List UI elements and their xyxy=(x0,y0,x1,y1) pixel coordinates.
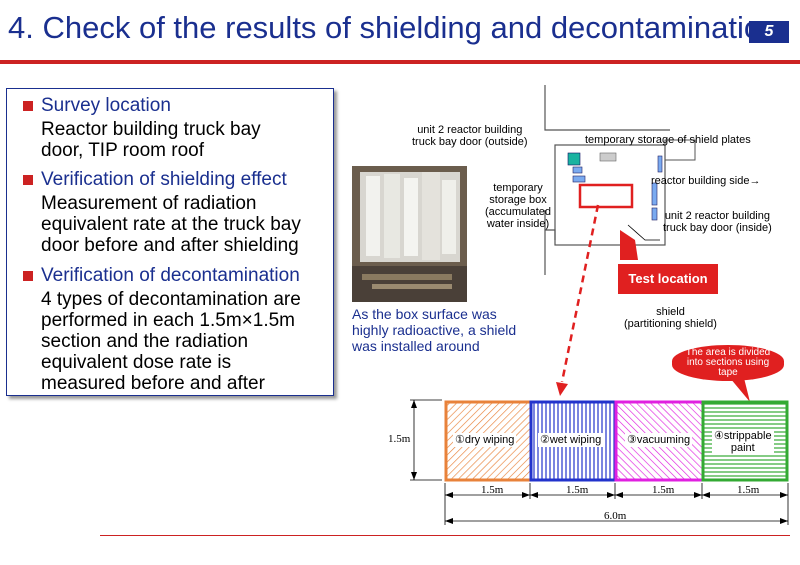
width-dimension-4: 1.5m xyxy=(737,484,760,496)
bullet-heading-decontamination: Verification of decontamination xyxy=(23,265,300,287)
shield-marker xyxy=(572,175,586,183)
tape-callout: The area is divided into sections using … xyxy=(672,345,784,381)
bullet-heading-text: Verification of decontamination xyxy=(41,265,300,286)
bullet-body-shielding: Measurement of radiation equivalent rate… xyxy=(41,193,301,256)
bullet-panel: Survey location Reactor building truck b… xyxy=(6,88,334,396)
test-area-marker xyxy=(578,183,634,209)
bullet-body-survey: Reactor building truck bay door, TIP roo… xyxy=(41,119,261,161)
footer-divider xyxy=(100,535,790,536)
storage-box-marker xyxy=(567,152,581,166)
photo-caption: As the box surface was highly radioactiv… xyxy=(352,306,517,354)
section-2-label: ②wet wiping xyxy=(538,433,604,447)
bullet-heading-text: Survey location xyxy=(41,95,171,116)
shield-marker xyxy=(572,166,583,174)
width-dimension-2: 1.5m xyxy=(566,484,589,496)
shield-marker xyxy=(651,207,658,221)
door-outside-label: unit 2 reactor building truck bay door (… xyxy=(412,124,528,148)
height-dimension: 1.5m xyxy=(388,433,411,445)
shield-marker xyxy=(651,182,658,206)
bullet-square-icon xyxy=(23,271,33,281)
shield-legend-label: shield (partitioning shield) xyxy=(624,306,717,330)
dimension-lines xyxy=(410,399,789,525)
shield-plates-label: temporary storage of shield plates xyxy=(585,134,751,146)
test-location-pointer xyxy=(620,230,638,260)
truck-bay-outline xyxy=(554,144,666,246)
building-wall-outline xyxy=(544,85,670,131)
leader-line xyxy=(627,224,660,241)
section-4-label: ④strippable paint xyxy=(712,429,774,455)
bullet-body-decontamination: 4 types of decontamination are performed… xyxy=(41,289,301,394)
tape-callout-text: The area is divided into sections using … xyxy=(685,347,771,378)
reactor-side-label: reactor building side→ xyxy=(651,175,761,187)
test-location-label: Test location xyxy=(618,264,718,294)
callout-tail xyxy=(730,378,750,402)
dashed-arrow xyxy=(556,204,600,396)
bay-door-outline xyxy=(664,139,696,161)
bullet-square-icon xyxy=(23,101,33,111)
section-1-label: ①dry wiping xyxy=(453,433,517,447)
site-map xyxy=(544,85,696,275)
shield-plates-marker xyxy=(599,152,617,162)
bullet-heading-survey: Survey location xyxy=(23,95,171,117)
slide-title: 4. Check of the results of shielding and… xyxy=(8,10,779,45)
storage-box-label: temporary storage box (accumulated water… xyxy=(485,182,552,230)
bullet-square-icon xyxy=(23,175,33,185)
bullet-heading-text: Verification of shielding effect xyxy=(41,169,287,190)
width-dimension-3: 1.5m xyxy=(652,484,675,496)
section-3-label: ③vacuuming xyxy=(625,433,693,447)
page-number: 5 xyxy=(749,21,789,43)
title-divider xyxy=(0,60,800,64)
bullet-heading-shielding: Verification of shielding effect xyxy=(23,169,287,191)
door-inside-label: unit 2 reactor building truck bay door (… xyxy=(663,210,772,234)
shield-marker xyxy=(657,155,663,173)
total-width-dimension: 6.0m xyxy=(604,510,627,522)
width-dimension-1: 1.5m xyxy=(481,484,504,496)
storage-box-photo xyxy=(352,166,467,302)
